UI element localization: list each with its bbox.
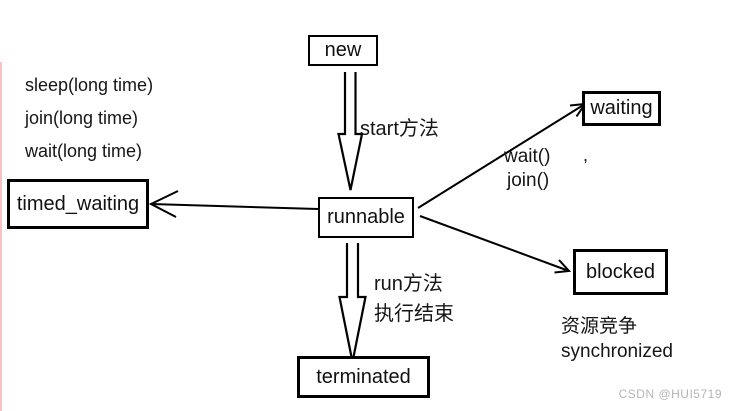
label-synchronized: synchronized [561,341,673,362]
label-sleep-long-time: sleep(long time) [25,75,154,95]
state-node-timed-waiting: timed_waiting [7,179,149,229]
label-run-method: run方法 [374,273,443,295]
state-label-blocked: blocked [586,260,655,283]
state-node-runnable: runnable [318,197,414,238]
label-wait-long-time: wait(long time) [25,141,143,161]
label-run-end: 执行结束 [374,303,454,325]
left-edge-strip [0,62,2,411]
arrowhead-timed-waiting [148,190,179,218]
label-start-method: start方法 [360,118,439,140]
label-join-call: join() [507,170,550,191]
label-resource-contention: 资源竞争 [561,316,638,337]
arrow-runnable-to-terminated [338,243,367,363]
state-label-timed-waiting: timed_waiting [16,192,140,215]
state-label-new: new [324,39,362,61]
state-node-new: new [308,35,378,66]
label-wait-call: wait() [504,146,551,167]
arrow-runnable-to-timed-waiting [150,203,319,210]
state-node-waiting: waiting [582,91,661,126]
arrow-new-to-runnable [337,72,364,191]
state-label-terminated: terminated [316,365,411,388]
arrow-runnable-to-waiting [417,103,586,209]
label-join-long-time: join(long time) [25,108,139,128]
arrowhead-blocked [554,259,572,274]
csdn-watermark: CSDN @HUI5719 [618,387,722,401]
state-label-waiting: waiting [590,97,653,119]
state-node-terminated: terminated [297,356,430,398]
state-node-blocked: blocked [573,249,668,295]
arrow-runnable-to-blocked [419,215,570,272]
label-stray-tick: , [583,145,589,165]
state-label-runnable: runnable [327,206,405,228]
